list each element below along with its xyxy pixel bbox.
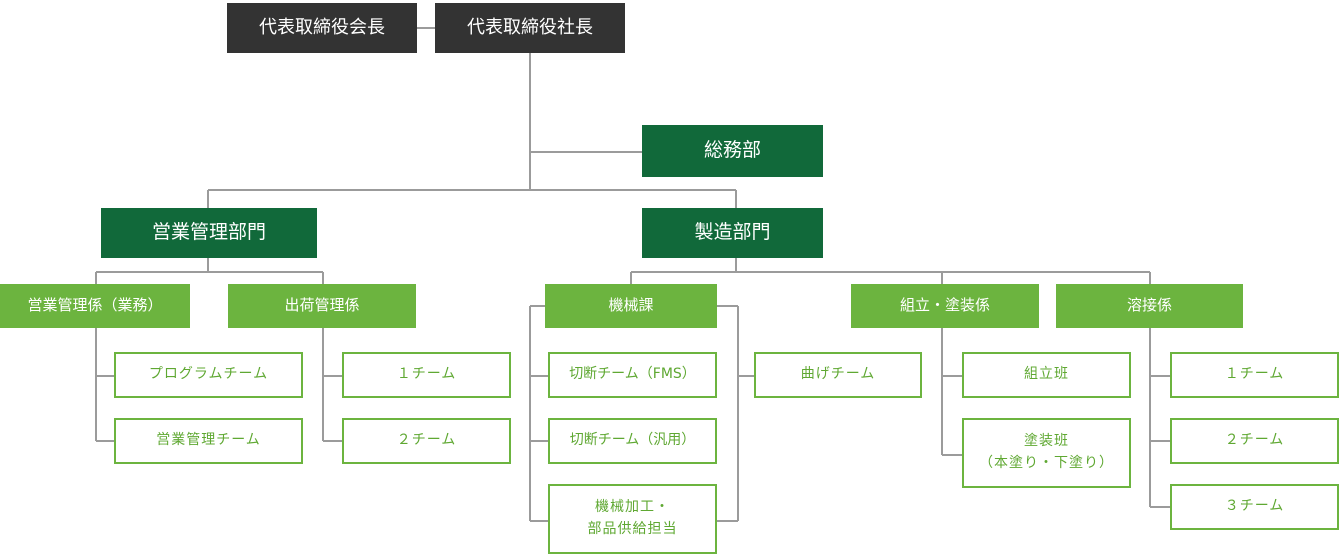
welding-team-1-box: １チーム <box>1170 352 1339 398</box>
chairman-box: 代表取締役会長 <box>227 3 417 53</box>
machining-parts-supply-box: 機械加工・ 部品供給担当 <box>548 484 717 554</box>
shipping-team-1-box: １チーム <box>342 352 511 398</box>
assembly-team-box: 組立班 <box>962 352 1131 398</box>
shipping-team-2-box: ２チーム <box>342 418 511 464</box>
general-affairs-box: 総務部 <box>642 125 823 177</box>
sales-admin-team-box: 営業管理チーム <box>114 418 303 464</box>
assembly-painting-section-box: 組立・塗装係 <box>851 284 1039 328</box>
cutting-team-general-box: 切断チーム（汎用） <box>548 418 717 464</box>
president-box: 代表取締役社長 <box>435 3 625 53</box>
welding-team-2-box: ２チーム <box>1170 418 1339 464</box>
manufacturing-division-box: 製造部門 <box>642 208 823 258</box>
sales-division-box: 営業管理部門 <box>101 208 317 258</box>
machinery-section-box: 機械課 <box>545 284 717 328</box>
sales-admin-section-box: 営業管理係（業務） <box>0 284 190 328</box>
bending-team-box: 曲げチーム <box>754 352 922 398</box>
shipping-section-box: 出荷管理係 <box>228 284 416 328</box>
cutting-team-fms-box: 切断チーム（FMS） <box>548 352 717 398</box>
welding-section-box: 溶接係 <box>1056 284 1243 328</box>
program-team-box: プログラムチーム <box>114 352 303 398</box>
welding-team-3-box: ３チーム <box>1170 484 1339 530</box>
painting-team-box: 塗装班 （本塗り・下塗り） <box>962 418 1131 488</box>
